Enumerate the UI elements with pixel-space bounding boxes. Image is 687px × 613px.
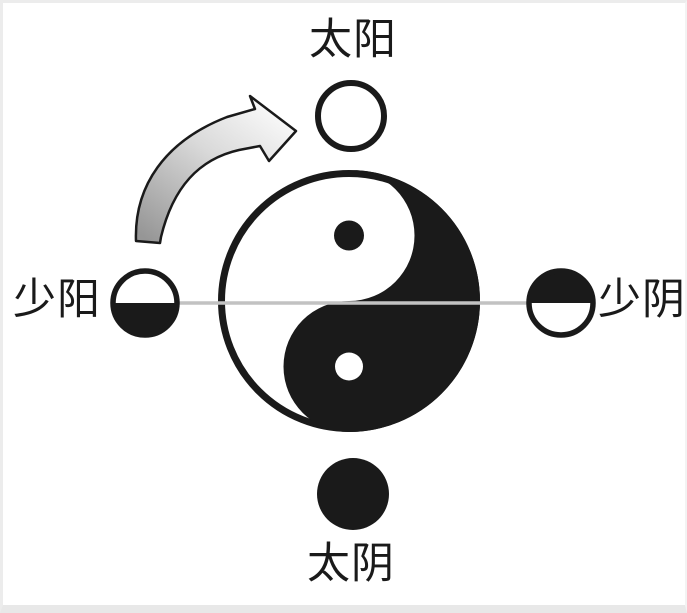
shaoyang-label: 少阳 [13, 277, 101, 324]
taijitu-symbol [218, 170, 480, 432]
shaoyin-label: 少阴 [598, 277, 686, 324]
shaoyang-yin-half [113, 303, 177, 335]
taiyang-circle-icon [315, 80, 387, 152]
yin-region [283, 170, 480, 432]
shaoyin-circle-ring [526, 268, 596, 338]
shaoyin-circle-icon [526, 268, 596, 338]
taiyang-label: 太阳 [309, 17, 397, 64]
taiyin-label: 太阴 [307, 541, 395, 588]
yang-dot-in-yin-icon [335, 352, 363, 381]
shaoyang-circle-ring [110, 268, 180, 338]
shaoyang-circle-icon [110, 268, 180, 338]
taiyin-circle-icon [317, 458, 389, 530]
transition-arrow-icon [134, 94, 298, 245]
taiji-diagram-graphic [110, 80, 596, 530]
yin-dot-in-yang-icon [334, 220, 364, 251]
shaoyin-yin-half [529, 271, 593, 303]
